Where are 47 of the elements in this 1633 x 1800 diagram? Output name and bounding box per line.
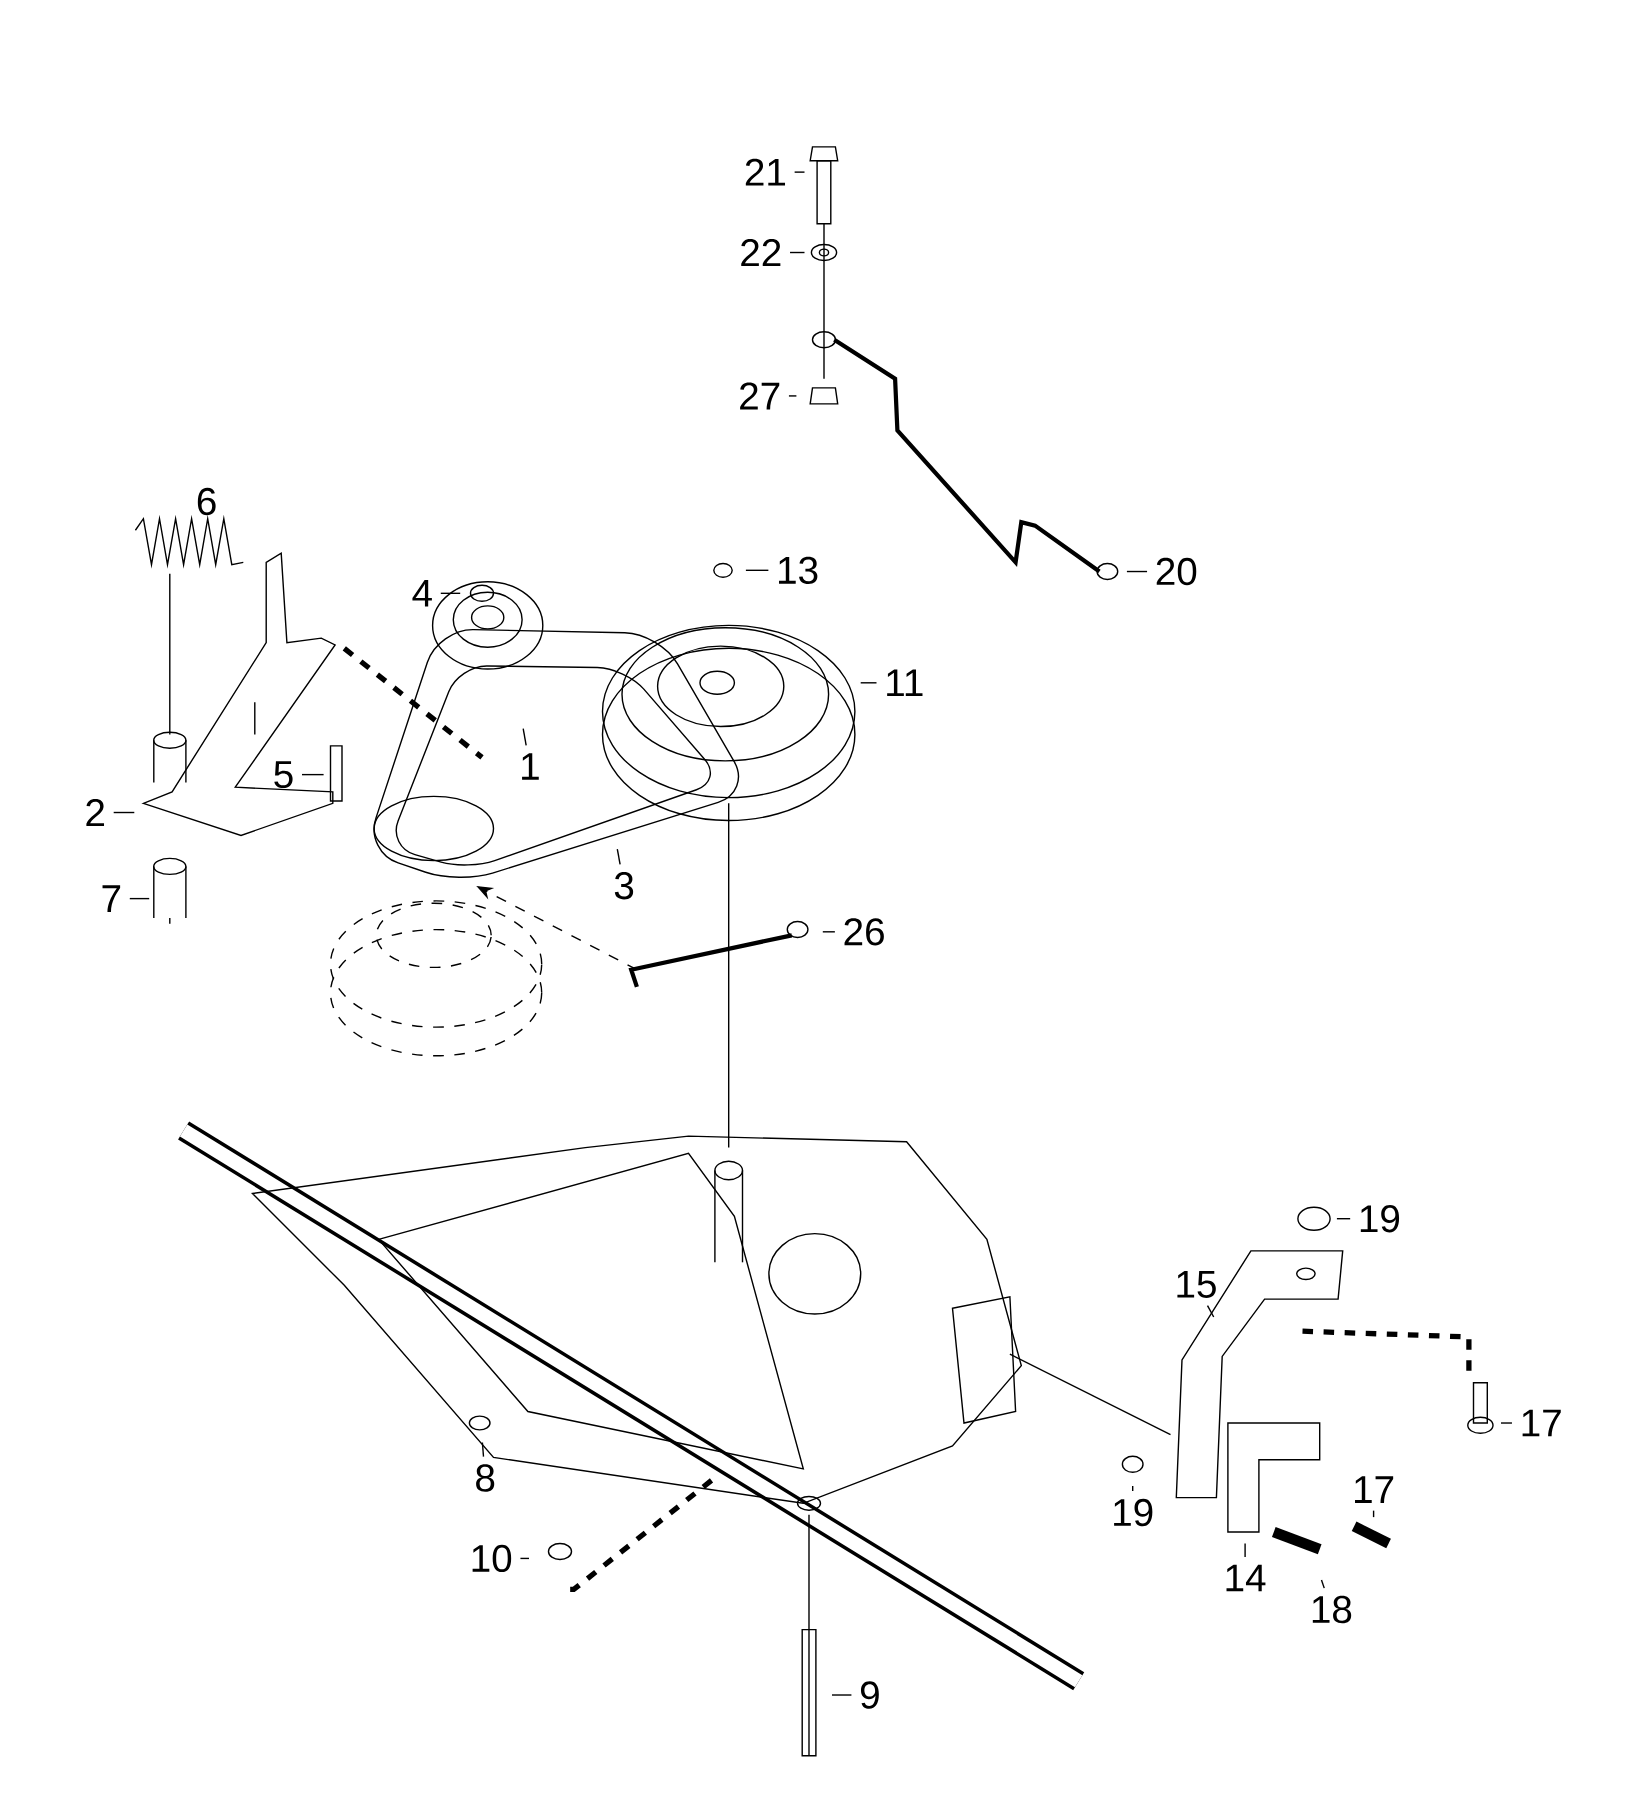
callout-number: 26 — [844, 918, 884, 946]
callout-number: 13 — [779, 556, 818, 584]
leader-line — [789, 251, 806, 254]
callout-number: 20 — [1156, 557, 1197, 586]
callout-number: 6 — [197, 487, 216, 516]
callout-number: 7 — [102, 885, 121, 912]
callout-number: 17 — [1355, 1476, 1394, 1503]
leader-line — [113, 811, 135, 814]
callout-number: 21 — [745, 158, 785, 186]
leader-line — [301, 773, 325, 776]
leader-line — [440, 592, 461, 595]
leader-line — [616, 848, 621, 865]
callout-number: 27 — [740, 382, 780, 410]
callout-number: 10 — [472, 1544, 512, 1573]
leader-line — [1132, 1485, 1134, 1492]
callout-number: 15 — [1177, 1270, 1216, 1298]
leader-line — [1126, 570, 1148, 573]
callout-number: 22 — [741, 239, 781, 266]
callout-number: 4 — [412, 580, 432, 607]
callout-number: 1 — [522, 753, 539, 780]
callout-number: 3 — [614, 872, 634, 900]
callout-number: 19 — [1360, 1205, 1400, 1233]
callout-number: 19 — [1114, 1498, 1153, 1527]
leader-line — [481, 1441, 485, 1458]
leader-line — [860, 682, 878, 684]
leader-line — [1500, 1422, 1513, 1424]
leader-line — [1206, 1304, 1215, 1318]
leader-line — [129, 897, 150, 900]
callout-number: 18 — [1312, 1595, 1352, 1624]
leader-line — [1372, 1509, 1375, 1518]
leader-line — [788, 395, 798, 397]
callout-number: 2 — [86, 799, 104, 826]
leader-line — [522, 727, 527, 747]
callout-number: 5 — [274, 761, 293, 789]
leader-line — [519, 1557, 530, 1560]
callout-number: 9 — [860, 1681, 879, 1709]
leader-line — [745, 569, 770, 571]
leader-line — [793, 171, 806, 173]
leader-line — [831, 1694, 853, 1696]
callout-number: 14 — [1226, 1564, 1266, 1592]
callout-number: 17 — [1522, 1409, 1561, 1437]
callout-number: 8 — [476, 1464, 495, 1492]
leader-line — [1336, 1218, 1351, 1220]
leader-line — [1320, 1579, 1325, 1589]
leader-line — [822, 931, 836, 933]
leader-line — [1244, 1542, 1246, 1558]
callout-number: 11 — [887, 669, 923, 697]
